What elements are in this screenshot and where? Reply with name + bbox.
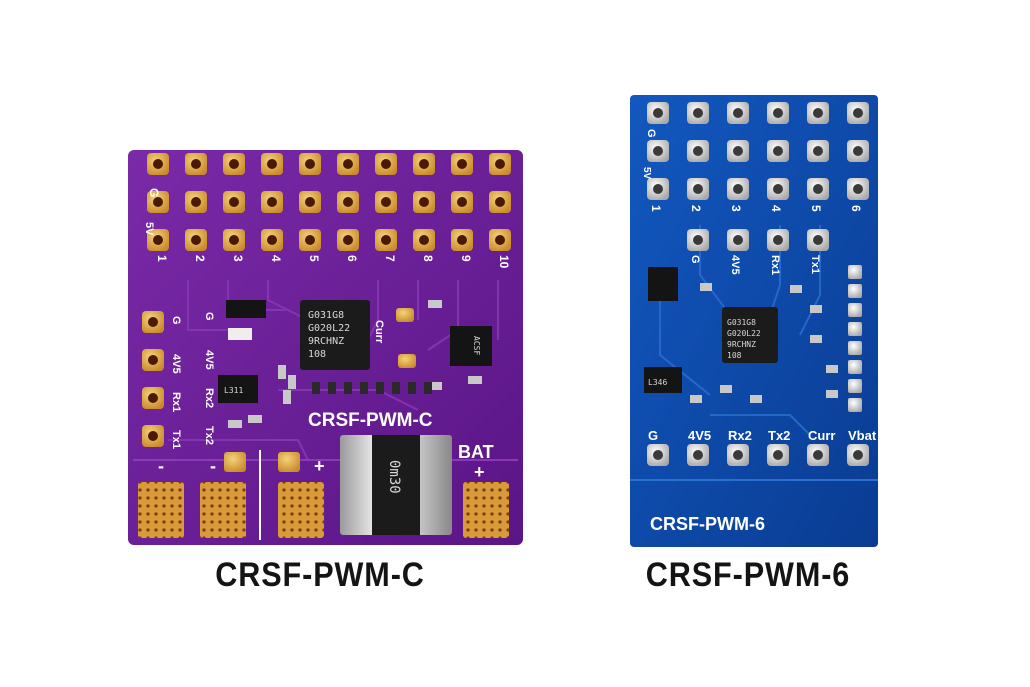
chip-marking: G020L22	[308, 323, 350, 334]
curr-label: Curr	[373, 320, 385, 344]
mcu-chip	[722, 307, 778, 363]
mid-label: G	[689, 255, 701, 264]
pad-sign-0: -	[158, 456, 164, 476]
mid-label: Tx1	[809, 255, 821, 274]
channel-label: 9	[459, 255, 473, 262]
5v-row-label: 5V	[143, 222, 155, 236]
power-pad	[200, 482, 246, 538]
bottom-label: Curr	[808, 428, 835, 443]
bottom-label: Rx2	[728, 428, 752, 443]
edge-pad	[848, 379, 862, 393]
svg-text:0m30: 0m30	[386, 460, 402, 494]
side-label: Tx1	[170, 430, 182, 449]
channel-label: 10	[497, 255, 511, 269]
mid-label: Rx1	[769, 255, 781, 275]
channel-label: 2	[689, 205, 703, 212]
channel-label: 5	[307, 255, 321, 262]
svg-text:L346: L346	[648, 378, 667, 387]
power-pad	[278, 482, 324, 538]
channel-label: 2	[193, 255, 207, 262]
channel-label: 4	[769, 205, 783, 212]
chip-marking: 9RCHNZ	[308, 336, 344, 347]
edge-pad	[848, 284, 862, 298]
silk-board-name: CRSF-PWM-C	[308, 410, 433, 431]
channel-label: 7	[383, 255, 397, 262]
bottom-label: Tx2	[768, 428, 790, 443]
edge-pad	[848, 322, 862, 336]
edge-pad	[848, 265, 862, 279]
side-label: 4V5	[170, 354, 182, 374]
channel-label: 3	[729, 205, 743, 212]
chip-marking: 108	[308, 349, 326, 360]
chip-marking: G031G8	[727, 318, 756, 327]
pad-sign-2: +	[314, 456, 325, 476]
channel-labels: 1 2 3 4 5 6 7 8 9 10	[155, 255, 511, 269]
channel-label: 3	[231, 255, 245, 262]
g-row-label: G	[645, 129, 657, 138]
header-pads	[147, 153, 511, 251]
side-label: G	[170, 316, 182, 325]
edge-pad	[848, 360, 862, 374]
chip-marking: 9RCHNZ	[727, 340, 756, 349]
bottom-label: 4V5	[688, 428, 711, 443]
pad-sign-1: -	[210, 456, 216, 476]
side-label-right: Tx2	[203, 426, 215, 445]
mcu-chip	[300, 300, 370, 370]
current-sensor	[450, 326, 492, 366]
channel-label: 1	[649, 205, 663, 212]
power-pad	[463, 482, 509, 538]
svg-text:ACSF: ACSF	[472, 336, 481, 355]
edge-pad	[848, 398, 862, 412]
channel-label: 6	[345, 255, 359, 262]
bottom-label: Vbat	[848, 428, 877, 443]
power-pad	[138, 482, 184, 538]
channel-label: 4	[269, 255, 283, 262]
side-label-right: Rx2	[203, 388, 215, 408]
side-label: Rx1	[170, 392, 182, 412]
side-label-right: 4V5	[203, 350, 215, 370]
chip-marking: G031G8	[308, 310, 344, 321]
edge-pad	[848, 341, 862, 355]
caption-crsf-pwm-6: CRSF-PWM-6	[645, 556, 851, 594]
edge-pad	[848, 303, 862, 317]
channel-label: 6	[849, 205, 863, 212]
channel-label: 1	[155, 255, 169, 262]
caption-crsf-pwm-c: CRSF-PWM-C	[215, 556, 425, 594]
channel-label: 8	[421, 255, 435, 262]
bat-sign: +	[474, 462, 485, 482]
mid-label: 4V5	[729, 255, 741, 275]
chip-marking: 108	[727, 351, 742, 360]
g-row-label: G	[147, 188, 161, 197]
svg-text:L311: L311	[224, 386, 243, 395]
regulator-chip	[218, 375, 258, 403]
bottom-label: G	[648, 428, 658, 443]
regulator-chip	[644, 367, 682, 393]
silk-board-name: CRSF-PWM-6	[650, 514, 765, 534]
side-label-right: G	[203, 312, 215, 321]
5v-row-label: 5V	[641, 167, 652, 180]
chip-marking: G020L22	[727, 329, 761, 338]
bat-label: BAT	[458, 442, 494, 462]
channel-label: 5	[809, 205, 823, 212]
